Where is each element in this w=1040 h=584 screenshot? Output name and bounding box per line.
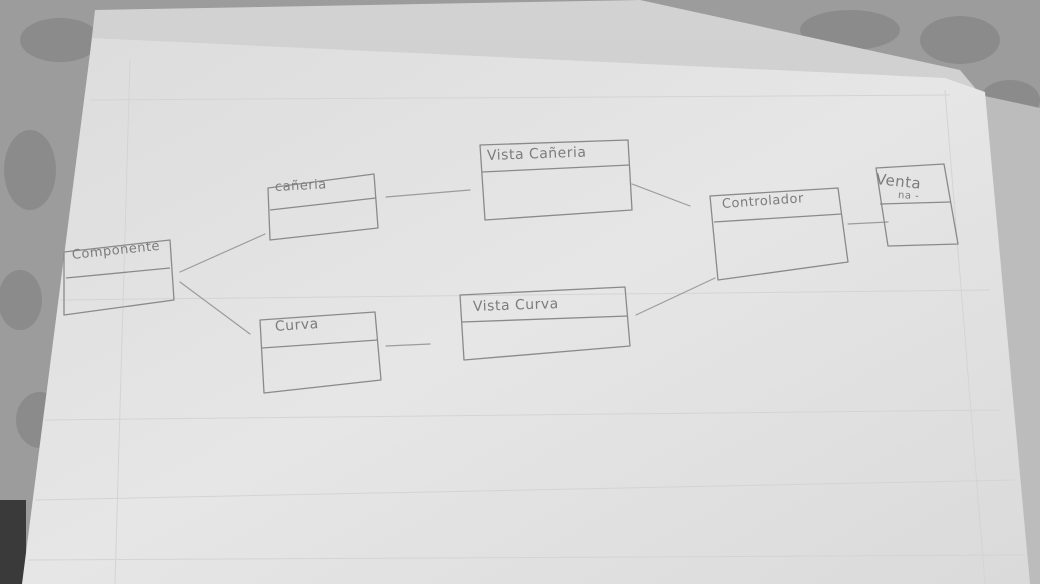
fabric-pattern (0, 10, 1040, 448)
edge-controlador-ventana (847, 221, 889, 225)
node-divider-curva (261, 339, 379, 349)
node-label-ventana-line2: na - (897, 190, 920, 203)
ruled-lines (27, 59, 1026, 584)
node-label-vista-caneria: Vista Cañeria (486, 144, 587, 164)
node-label-caneria: cañeria (274, 177, 328, 195)
node-divider-controlador (713, 213, 843, 223)
node-label-curva: Curva (274, 315, 320, 335)
dark-corner (0, 500, 26, 584)
node-box-vista-caneria (479, 139, 633, 221)
main-sheet (22, 38, 1030, 584)
node-box-ventana (875, 163, 959, 247)
node-divider-ventana (879, 201, 951, 205)
edge-componente-caneria (179, 233, 266, 273)
node-box-caneria (267, 173, 379, 241)
edge-vista-curva-controlador (635, 277, 716, 316)
node-box-controlador (709, 187, 849, 281)
node-box-componente (63, 239, 175, 316)
node-label-vista-curva: Vista Curva (472, 296, 559, 315)
node-divider-componente (65, 267, 171, 279)
node-label-ventana-line1: Venta (875, 170, 923, 193)
edge-componente-curva (179, 281, 251, 335)
edge-vista-caneria-controlador (631, 183, 691, 207)
node-divider-caneria (269, 197, 377, 211)
diagram-edges (179, 183, 889, 347)
diagram-nodes (63, 139, 959, 394)
node-box-curva (259, 311, 382, 394)
edge-curva-vista-curva (385, 343, 431, 347)
edge-caneria-vista-caneria (385, 189, 471, 198)
node-box-vista-curva (459, 286, 631, 361)
node-divider-vista-curva (461, 315, 629, 323)
node-divider-vista-caneria (481, 164, 631, 173)
